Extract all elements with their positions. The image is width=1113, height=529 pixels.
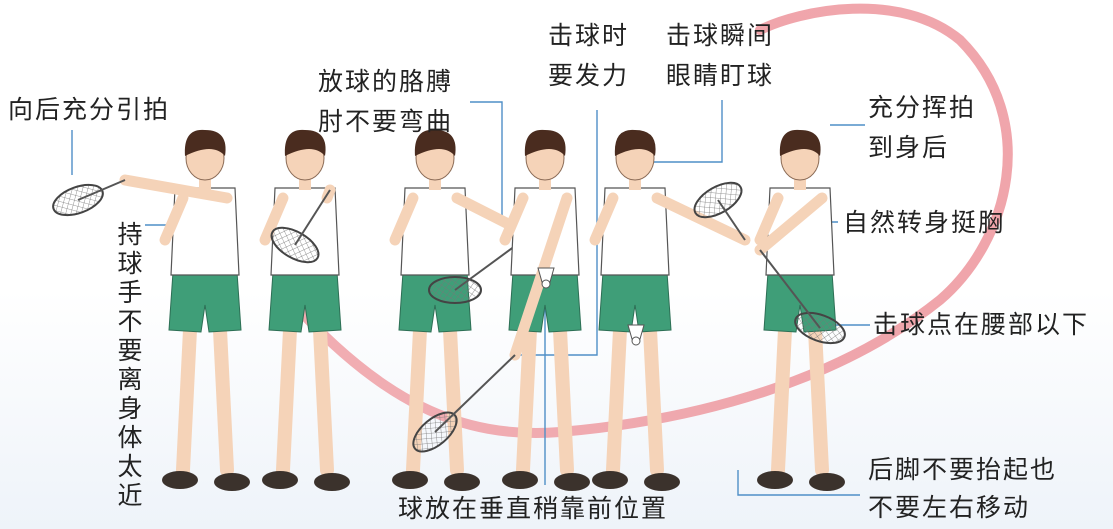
leader-elbow	[470, 101, 503, 215]
leader-lines	[71, 100, 870, 496]
shoe	[444, 473, 480, 491]
leg	[516, 323, 537, 477]
player-figures	[52, 129, 846, 491]
label-feet-line2: 不要左右移动	[868, 493, 1031, 522]
label-eyes-line1: 击球瞬间	[666, 21, 775, 50]
shuttlecock	[537, 267, 555, 289]
label-contact-waist: 击球点在腰部以下	[873, 310, 1090, 339]
player-figure-1	[52, 129, 250, 491]
player-figure-2	[259, 129, 350, 491]
label-follow-through-line1: 充分挥拍	[868, 93, 977, 122]
shorts	[168, 271, 242, 333]
shirt	[170, 187, 240, 276]
shuttlecock	[627, 324, 645, 346]
shoe	[392, 471, 428, 489]
racket-shaft	[759, 249, 821, 329]
label-turn-body: 自然转身挺胸	[843, 208, 1006, 237]
racket-shaft	[77, 179, 126, 201]
shoe	[592, 471, 628, 489]
player-figure-7	[754, 129, 846, 491]
label-release-elbow-line2: 肘不要弯曲	[318, 107, 454, 136]
label-follow-through-line2: 到身后	[868, 133, 950, 162]
leg	[176, 323, 197, 477]
arm	[499, 192, 529, 246]
leg	[276, 323, 297, 477]
leader-feet	[737, 470, 860, 496]
shoe	[502, 471, 538, 489]
racket-shaft	[434, 354, 516, 433]
arm	[754, 192, 828, 256]
leg	[606, 323, 627, 477]
swing-trajectory-arc	[285, 3, 1013, 438]
shoe	[314, 473, 350, 491]
label-power-line1: 击球时	[548, 21, 630, 50]
racket-shaft	[294, 189, 331, 246]
arm	[259, 192, 289, 246]
racket-shaft	[717, 199, 746, 241]
arm	[159, 192, 189, 246]
player-figure-3	[389, 129, 536, 491]
shoe	[262, 471, 298, 489]
label-feet-line1: 后脚不要抬起也	[868, 455, 1058, 484]
arm	[119, 174, 233, 204]
label-power-line2: 要发力	[548, 61, 630, 90]
leg	[643, 323, 664, 477]
shoe	[757, 471, 793, 489]
shirt	[600, 187, 670, 276]
leader-eyes	[652, 100, 723, 163]
hair	[284, 129, 326, 156]
shoe	[214, 473, 250, 491]
shorts	[598, 271, 672, 333]
leg	[808, 323, 829, 477]
player-figure-5	[589, 129, 751, 491]
leg	[771, 323, 792, 477]
arm	[651, 192, 751, 246]
shoe	[162, 471, 198, 489]
hair	[414, 129, 456, 156]
label-pull-back: 向后充分引拍	[8, 95, 171, 124]
shoe	[644, 473, 680, 491]
arm	[589, 192, 619, 246]
hair	[614, 129, 656, 156]
label-release-position: 球放在垂直稍靠前位置	[398, 494, 669, 523]
label-release-elbow-line1: 放球的胳膊	[318, 67, 454, 96]
arm	[754, 192, 784, 246]
leg	[553, 323, 574, 477]
leg	[443, 323, 464, 477]
leg	[313, 323, 334, 477]
label-eyes-line2: 眼睛盯球	[666, 61, 775, 90]
shirt	[400, 187, 470, 276]
hair	[184, 129, 226, 156]
shuttle-cork	[541, 279, 551, 289]
shuttle-cork	[631, 336, 641, 346]
shoe	[554, 473, 590, 491]
hair	[524, 129, 566, 156]
hair	[779, 129, 821, 156]
arm	[389, 192, 419, 246]
shoe	[809, 473, 845, 491]
leg	[213, 323, 234, 477]
label-hold-shuttle: 持球手不要离身体太近	[114, 220, 143, 511]
shorts	[268, 271, 342, 333]
